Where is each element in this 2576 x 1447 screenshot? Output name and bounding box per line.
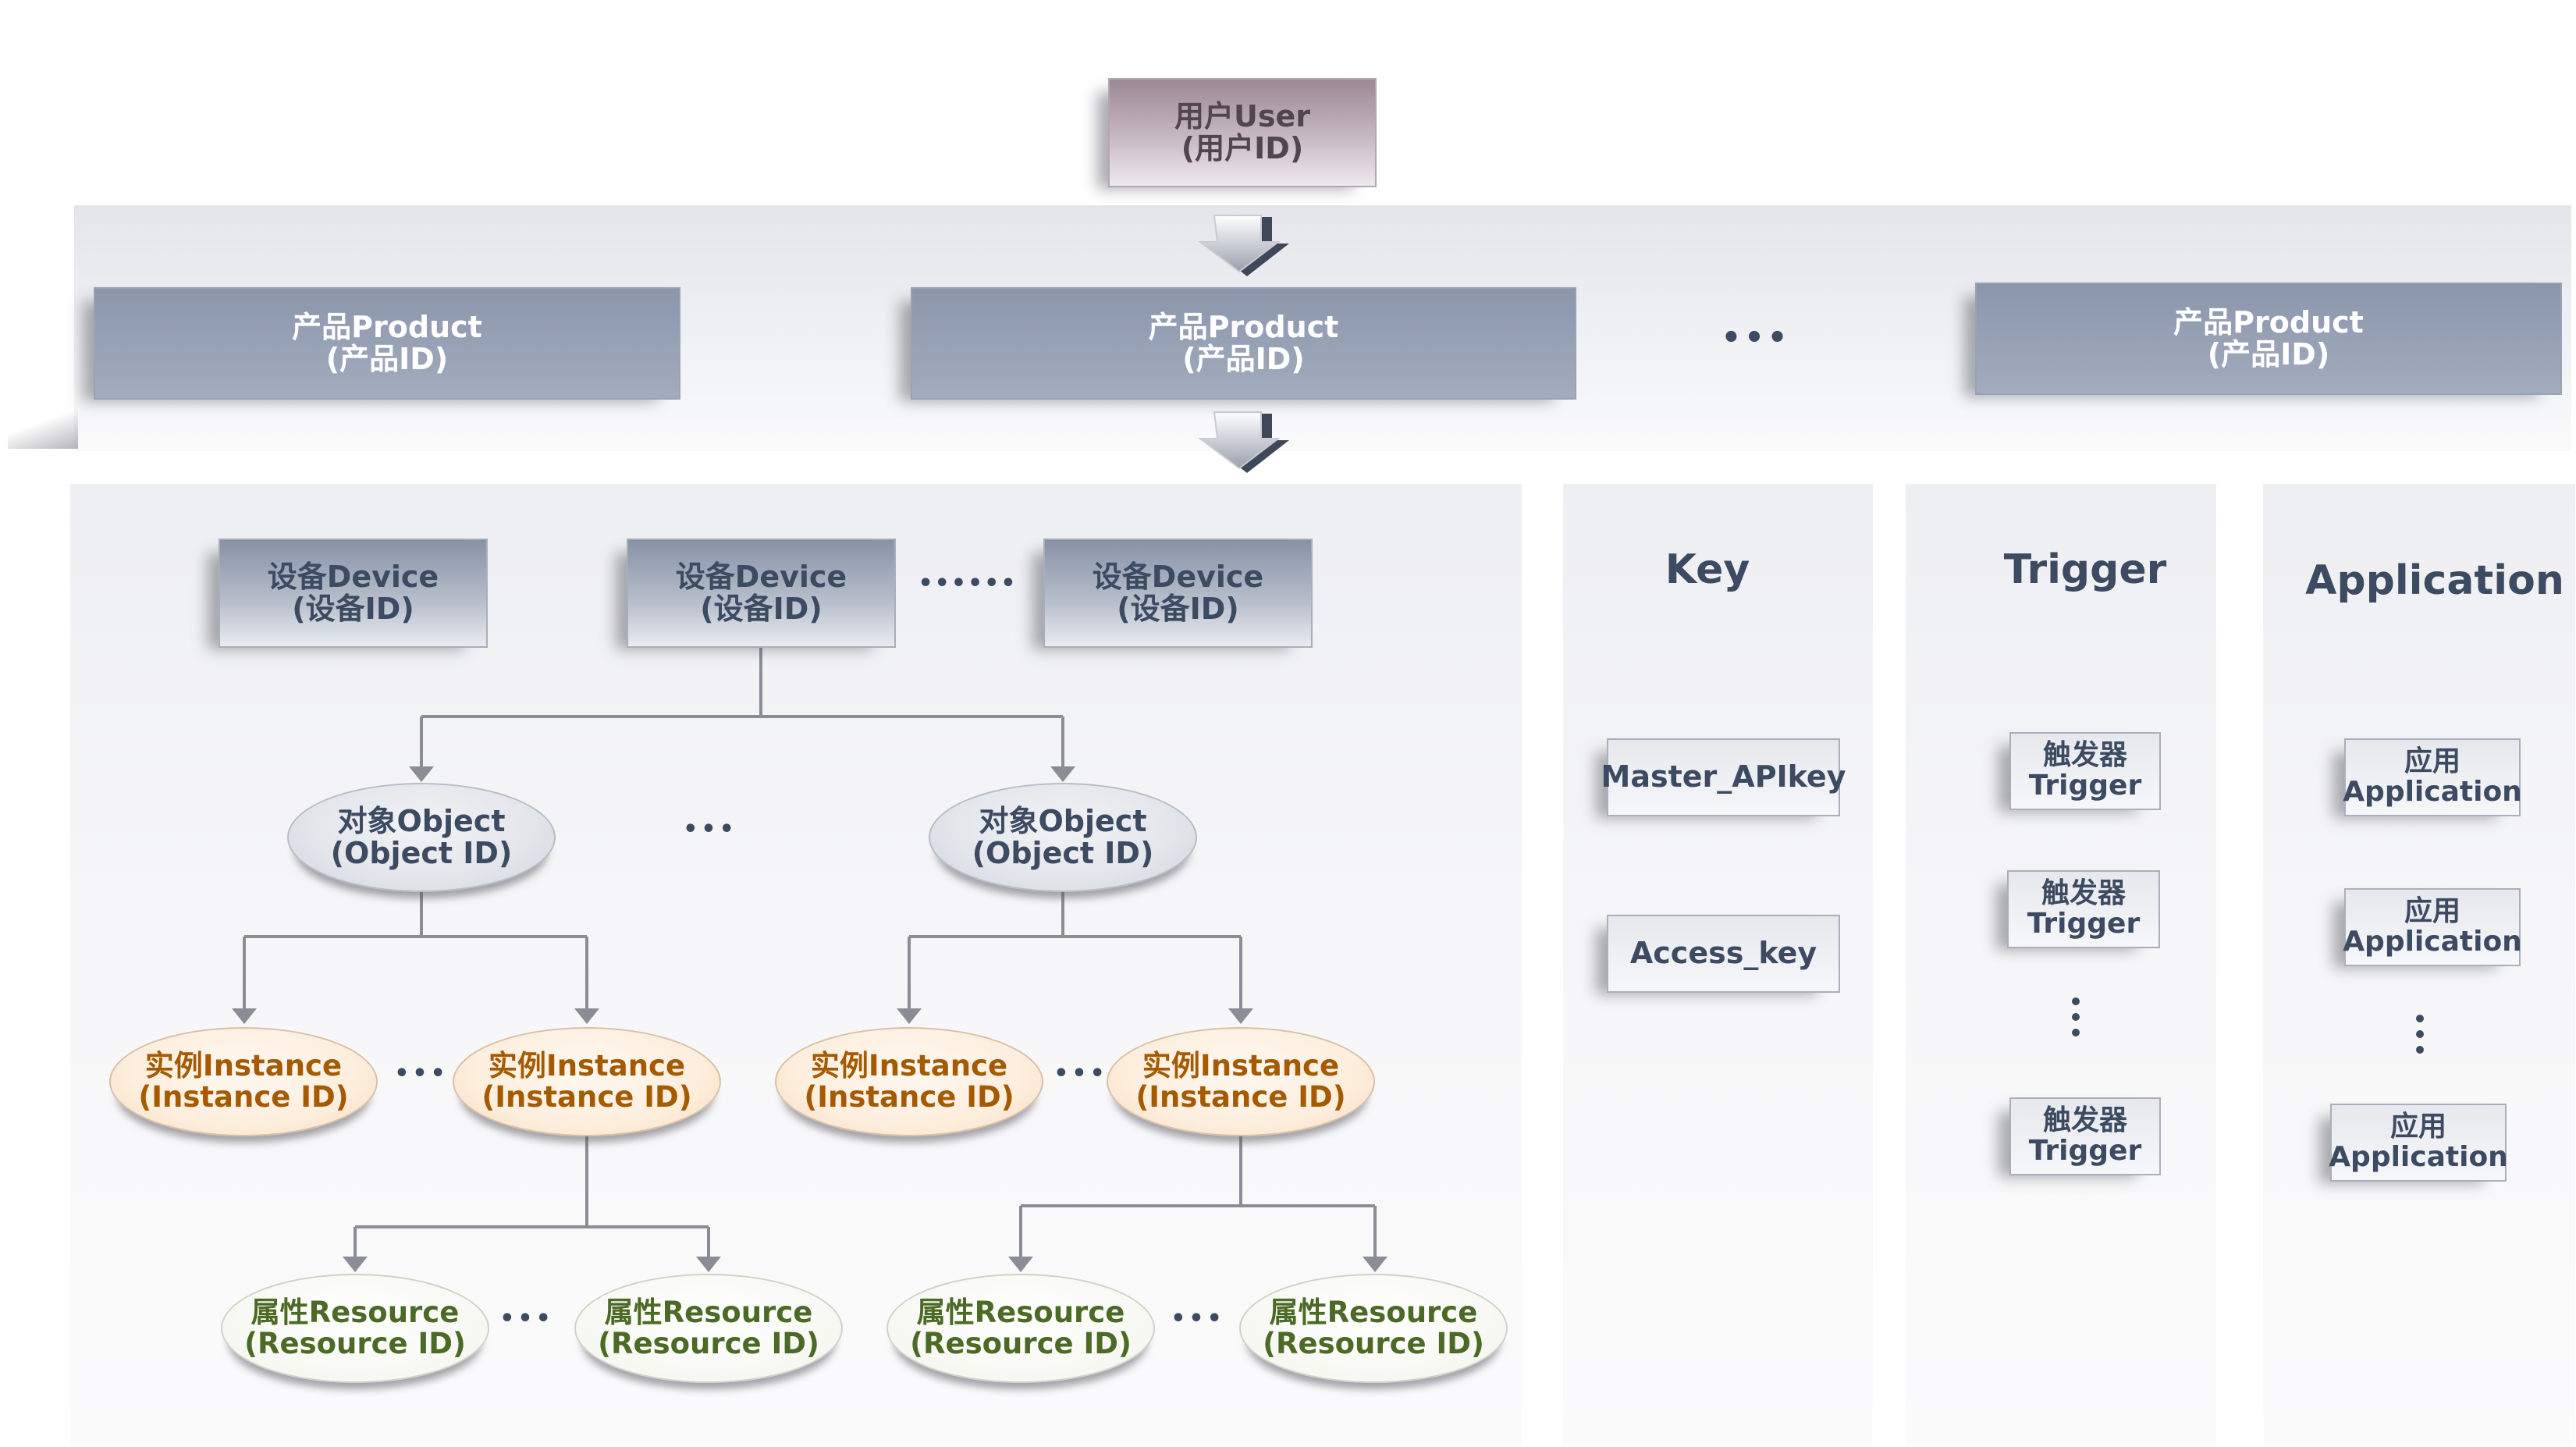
object-label: 对象Object bbox=[979, 803, 1147, 838]
object-id: (Object ID) bbox=[972, 836, 1154, 870]
application-item-label: 应用 bbox=[2404, 745, 2461, 778]
resource-id: (Resource ID) bbox=[910, 1327, 1132, 1360]
application-item: 应用 Application bbox=[2343, 738, 2522, 816]
resource-id: (Resource ID) bbox=[1263, 1327, 1484, 1360]
application-item-label: 应用 bbox=[2389, 1111, 2446, 1143]
application-vertical-ellipsis bbox=[2408, 1015, 2432, 1054]
key-item: Master_APIkey bbox=[1601, 738, 1846, 816]
instance-ellipsis: ••• bbox=[1053, 1060, 1108, 1087]
trigger-panel bbox=[1906, 484, 2216, 1445]
product-ellipsis: ••• bbox=[1721, 320, 1791, 356]
object-label: 对象Object bbox=[337, 803, 506, 838]
application-item-label-en: Application bbox=[2329, 1141, 2508, 1173]
trigger-item-label: 触发器 bbox=[2041, 877, 2126, 910]
device-id: (设备ID) bbox=[1117, 592, 1239, 626]
device-node: 设备Device (设备ID) bbox=[219, 539, 488, 648]
trigger-item-label-en: Trigger bbox=[2028, 1135, 2142, 1167]
trigger-item: 触发器 Trigger bbox=[2007, 870, 2160, 948]
instance-node: 实例Instance (Instance ID) bbox=[1107, 1027, 1375, 1136]
trigger-item-label: 触发器 bbox=[2042, 739, 2127, 772]
trigger-vertical-ellipsis bbox=[2064, 997, 2087, 1036]
instance-id: (Instance ID) bbox=[481, 1080, 692, 1114]
resource-node: 属性Resource (Resource ID) bbox=[1239, 1274, 1508, 1383]
resource-label: 属性Resource bbox=[1269, 1296, 1478, 1330]
device-id: (设备ID) bbox=[700, 592, 823, 626]
user-node: 用户User (用户ID) bbox=[1108, 78, 1377, 187]
instance-id: (Instance ID) bbox=[804, 1080, 1014, 1114]
arrow-product-to-device bbox=[1198, 411, 1289, 473]
device-label: 设备Device bbox=[1092, 559, 1264, 594]
product-label: 产品Product bbox=[2173, 304, 2364, 340]
object-id: (Object ID) bbox=[330, 836, 513, 870]
trigger-item: 触发器 Trigger bbox=[2009, 1097, 2161, 1175]
instance-node: 实例Instance (Instance ID) bbox=[453, 1027, 721, 1136]
device-label: 设备Device bbox=[675, 559, 847, 594]
instance-id: (Instance ID) bbox=[1135, 1080, 1346, 1114]
product-id: (产品ID) bbox=[2207, 337, 2330, 372]
device-node: 设备Device (设备ID) bbox=[627, 539, 896, 648]
application-item: 应用 Application bbox=[2329, 1104, 2508, 1182]
application-item-label-en: Application bbox=[2343, 926, 2522, 958]
resource-label: 属性Resource bbox=[604, 1296, 813, 1330]
resource-node: 属性Resource (Resource ID) bbox=[574, 1274, 843, 1383]
application-panel-title: Application bbox=[2305, 557, 2564, 604]
trigger-item: 触发器 Trigger bbox=[2009, 732, 2161, 810]
product-node: 产品Product (产品ID) bbox=[911, 287, 1576, 400]
trigger-item-label: 触发器 bbox=[2042, 1104, 2127, 1137]
device-node: 设备Device (设备ID) bbox=[1043, 539, 1313, 648]
instance-label: 实例Instance bbox=[810, 1049, 1008, 1083]
resource-node: 属性Resource (Resource ID) bbox=[886, 1274, 1155, 1383]
application-item-label-en: Application bbox=[2343, 776, 2522, 808]
resource-ellipsis: ••• bbox=[499, 1305, 554, 1332]
instance-ellipsis: ••• bbox=[394, 1060, 449, 1087]
device-ellipsis: •••••• bbox=[918, 570, 1018, 597]
resource-id: (Resource ID) bbox=[598, 1327, 819, 1360]
trigger-item-label-en: Trigger bbox=[2027, 908, 2141, 940]
product-label: 产品Product bbox=[1148, 309, 1339, 344]
product-node: 产品Product (产品ID) bbox=[1975, 283, 2562, 395]
resource-ellipsis: ••• bbox=[1171, 1305, 1225, 1332]
device-label: 设备Device bbox=[267, 559, 439, 594]
arrow-user-to-product bbox=[1198, 215, 1289, 276]
key-panel-title: Key bbox=[1665, 546, 1750, 593]
user-id: (用户ID) bbox=[1181, 131, 1304, 165]
key-panel-subtitle-decoration bbox=[1563, 603, 1852, 613]
product-node: 产品Product (产品ID) bbox=[94, 287, 680, 400]
key-item: Access_key bbox=[1607, 915, 1840, 993]
product-label: 产品Product bbox=[292, 309, 482, 344]
product-id: (产品ID) bbox=[1182, 342, 1305, 376]
instance-label: 实例Instance bbox=[1142, 1049, 1340, 1083]
key-item-label: Access_key bbox=[1629, 936, 1817, 971]
resource-label: 属性Resource bbox=[250, 1296, 460, 1330]
object-node: 对象Object (Object ID) bbox=[287, 783, 556, 892]
instance-node: 实例Instance (Instance ID) bbox=[109, 1027, 378, 1136]
product-band-shadow bbox=[8, 406, 78, 449]
instance-id: (Instance ID) bbox=[138, 1080, 349, 1114]
resource-label: 属性Resource bbox=[916, 1296, 1125, 1330]
object-ellipsis: ••• bbox=[683, 816, 737, 843]
object-node: 对象Object (Object ID) bbox=[929, 783, 1197, 892]
key-item-label: Master_APIkey bbox=[1601, 759, 1846, 795]
product-id: (产品ID) bbox=[325, 342, 449, 376]
application-item: 应用 Application bbox=[2343, 888, 2522, 966]
resource-node: 属性Resource (Resource ID) bbox=[221, 1274, 489, 1383]
resource-id: (Resource ID) bbox=[244, 1327, 466, 1360]
trigger-item-label-en: Trigger bbox=[2028, 770, 2142, 802]
instance-label: 实例Instance bbox=[488, 1049, 686, 1083]
instance-label: 实例Instance bbox=[144, 1049, 343, 1083]
device-id: (设备ID) bbox=[292, 592, 414, 626]
instance-node: 实例Instance (Instance ID) bbox=[775, 1027, 1043, 1136]
trigger-panel-title: Trigger bbox=[2003, 546, 2167, 593]
application-item-label: 应用 bbox=[2404, 895, 2461, 928]
user-label: 用户User bbox=[1174, 98, 1310, 133]
